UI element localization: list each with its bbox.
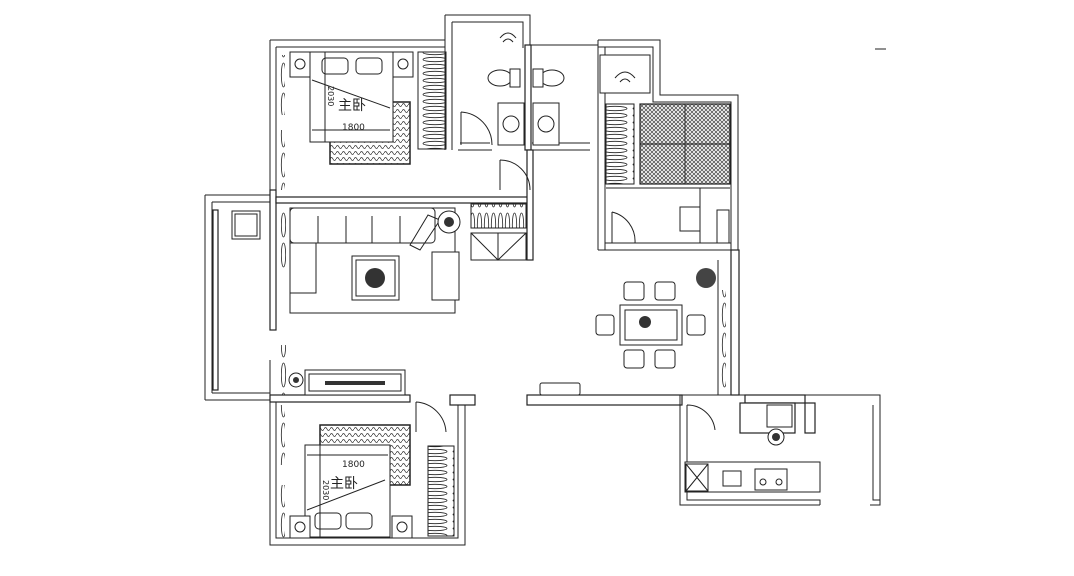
door-swing bbox=[499, 159, 531, 191]
shoe-cabinet bbox=[470, 203, 527, 229]
door-swing bbox=[415, 401, 447, 433]
dining-area bbox=[595, 268, 726, 390]
nightstand bbox=[289, 51, 311, 78]
laundry-area bbox=[599, 54, 651, 94]
tv-icon bbox=[325, 381, 385, 385]
shower-icon bbox=[499, 32, 517, 43]
bathrooms bbox=[460, 32, 651, 261]
chair bbox=[679, 206, 701, 232]
bed-width-dimension: 1800 bbox=[342, 460, 365, 470]
door-swing bbox=[686, 404, 716, 431]
plant-icon bbox=[365, 268, 385, 288]
shoe-bench bbox=[539, 382, 581, 396]
wardrobe bbox=[605, 103, 635, 185]
dining-table bbox=[619, 304, 683, 346]
bed-width-dimension: 1800 bbox=[342, 123, 365, 133]
wardrobe bbox=[417, 51, 447, 150]
door-swing bbox=[611, 211, 636, 244]
toilet-icon bbox=[487, 69, 513, 87]
dining-chairs bbox=[595, 281, 706, 369]
living-room bbox=[281, 207, 581, 396]
sofa bbox=[289, 207, 436, 244]
nightstand bbox=[391, 515, 413, 539]
second-bedroom: 主卧 1800 2030 bbox=[280, 401, 455, 540]
kitchen bbox=[684, 404, 821, 493]
bed-length-dimension: 2030 bbox=[321, 480, 330, 500]
study-room bbox=[605, 103, 731, 244]
stove bbox=[754, 468, 788, 491]
plant-icon bbox=[696, 268, 716, 288]
curtain bbox=[280, 55, 285, 115]
nightstand bbox=[289, 515, 311, 539]
walls bbox=[204, 14, 881, 546]
room-label: 主卧 bbox=[338, 98, 366, 114]
door-swing bbox=[460, 111, 493, 146]
wardrobe bbox=[427, 445, 455, 537]
sofa-chaise bbox=[289, 242, 317, 294]
kitchen-sink bbox=[722, 470, 742, 487]
balcony bbox=[231, 210, 261, 240]
nightstand bbox=[392, 51, 414, 78]
sink-icon bbox=[532, 102, 560, 146]
room-label: 主卧 bbox=[330, 476, 358, 492]
bed-length-dimension: 2030 bbox=[326, 86, 335, 106]
sink-icon bbox=[497, 102, 525, 146]
side-table bbox=[431, 251, 460, 301]
master-bedroom: 主卧 1800 2030 bbox=[280, 51, 447, 190]
water-heater bbox=[766, 404, 793, 428]
toilet-icon bbox=[539, 69, 565, 87]
washing-machine bbox=[231, 210, 261, 240]
curtain bbox=[280, 130, 285, 190]
